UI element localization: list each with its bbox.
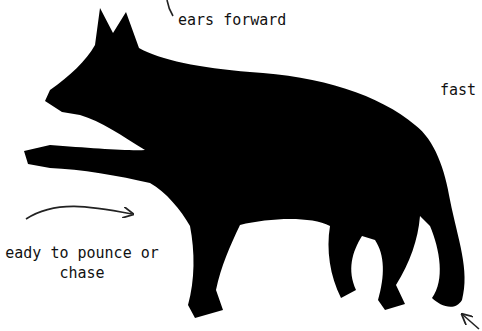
note-label: eady to pounce or chase [2,243,162,283]
note-label: fast [440,80,480,100]
leader-line [167,0,173,16]
pointer-arrow [26,206,132,219]
note-label: ears forward [178,10,318,30]
pointer-arrow [463,315,479,329]
